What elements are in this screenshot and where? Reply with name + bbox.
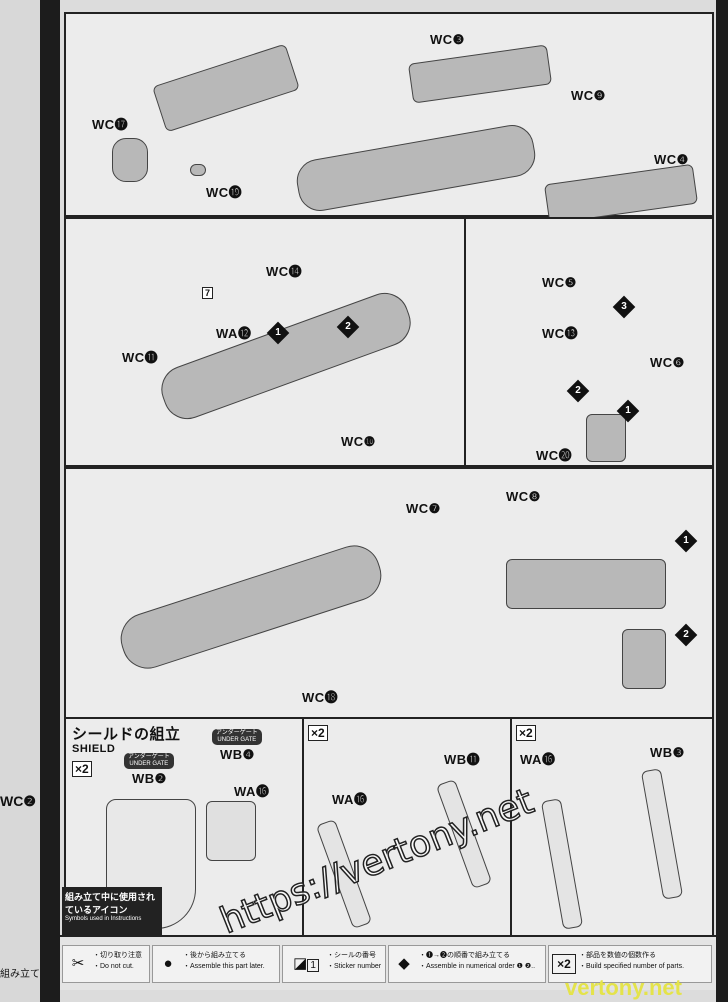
part-label: WB❷ bbox=[132, 771, 167, 786]
panel-shield-mid: ×2 WA⓰ WB⓫ bbox=[302, 717, 512, 937]
panel-step-1: WC⓱ WC⓳ WC❸ WC❾ WC❹ bbox=[64, 12, 714, 225]
multiplier-badge: ×2 bbox=[72, 761, 92, 777]
legend-item-order: ◆ ・❶→❷の順番で組み立てる・Assemble in numerical or… bbox=[388, 945, 546, 983]
panel-shield-right: ×2 WB❸ WA⓰ bbox=[510, 717, 714, 937]
part-label: WC⓲ bbox=[302, 690, 339, 705]
section-subtitle: SHIELD bbox=[72, 743, 116, 755]
launcher-part bbox=[154, 286, 418, 426]
legend-item-multiplier: ×2 ・部品を数値の個数作る・Build specified number of… bbox=[548, 945, 712, 983]
blade-part bbox=[640, 768, 684, 900]
step-marker: 1 bbox=[674, 529, 698, 553]
shield-frame-part bbox=[206, 801, 256, 861]
part-label: WB⓫ bbox=[444, 752, 481, 767]
previous-page-edge: WC❷ 組み立て bbox=[0, 0, 40, 1002]
part-label: WA⓰ bbox=[332, 792, 368, 807]
part-label: WC❻ bbox=[650, 355, 685, 370]
part-label: WA⓰ bbox=[520, 752, 556, 767]
part-label: WC⓮ bbox=[266, 264, 303, 279]
panel-step-3: WC❺ WC⓭ WC❻ WC⓴ 3 2 1 bbox=[464, 217, 714, 467]
barrel-part bbox=[152, 43, 300, 133]
part-label: WC❹ bbox=[654, 152, 689, 167]
multiplier-badge: ×2 bbox=[308, 725, 328, 741]
symbol-legend: 組み立て中に使用されているアイコン Symbols used in Instru… bbox=[60, 887, 716, 990]
cap-part bbox=[112, 138, 148, 182]
section-title: シールドの組立 bbox=[72, 726, 181, 743]
footer-text: 組み立て bbox=[0, 969, 40, 980]
step-marker: 1 bbox=[616, 399, 640, 423]
assemble-later-icon: ● bbox=[163, 955, 173, 972]
step-number-icon: ◆ bbox=[398, 955, 410, 972]
body-detail-part bbox=[506, 559, 666, 609]
part-label: WC❼ bbox=[406, 501, 441, 516]
part-label: WA⓬ bbox=[216, 326, 252, 341]
sticker-number: 7 bbox=[202, 287, 214, 299]
step-marker: 2 bbox=[336, 315, 360, 339]
part-label: WC⓭ bbox=[542, 326, 579, 341]
part-label: WC⓱ bbox=[92, 117, 129, 132]
part-label: WC❾ bbox=[571, 88, 606, 103]
step-marker: 3 bbox=[612, 295, 636, 319]
magazine-part bbox=[622, 629, 666, 689]
cover-part bbox=[543, 163, 699, 225]
part-label: WB❸ bbox=[650, 745, 685, 760]
small-part bbox=[190, 164, 206, 176]
legend-header: 組み立て中に使用されているアイコン Symbols used in Instru… bbox=[62, 887, 162, 935]
watermark-corner: vertony.net bbox=[565, 975, 682, 1000]
step-marker: 2 bbox=[566, 379, 590, 403]
part-label: WC❷ bbox=[0, 793, 36, 809]
legend-item-sticker: ◪1 ・シールの番号・Sticker number bbox=[282, 945, 386, 983]
part-label: WC⓴ bbox=[536, 448, 573, 463]
part-label: WC⓫ bbox=[122, 350, 159, 365]
part-label: WC⓳ bbox=[206, 185, 243, 200]
part-label: WB❹ bbox=[220, 747, 255, 762]
legend-item-no-cut: ✂ ・切り取り注意・Do not cut. bbox=[62, 945, 150, 983]
part-label: WC❿ bbox=[341, 434, 376, 449]
launcher-part bbox=[113, 538, 389, 676]
part-label: WC❺ bbox=[542, 275, 577, 290]
instruction-page: WC⓱ WC⓳ WC❸ WC❾ WC❹ WC⓮ WA⓬ WC⓫ WC❿ 7 1 … bbox=[60, 0, 716, 1002]
panel-step-2: WC⓮ WA⓬ WC⓫ WC❿ 7 1 2 bbox=[64, 217, 466, 467]
part-label: WC❽ bbox=[506, 489, 541, 504]
multiplier-icon: ×2 bbox=[552, 954, 576, 974]
sticker-icon: ◪1 bbox=[286, 951, 326, 977]
magazine-part bbox=[586, 414, 626, 462]
part-label: WC❸ bbox=[430, 32, 465, 47]
no-cut-icon: ✂ bbox=[71, 955, 85, 972]
panel-step-4: WC❼ WC❽ WC⓲ 1 2 bbox=[64, 467, 714, 719]
legend-item-assemble-later: ● ・後から組み立てる・Assemble this part later. bbox=[152, 945, 280, 983]
body-part bbox=[407, 44, 553, 104]
part-label: WA⓰ bbox=[234, 784, 270, 799]
step-marker: 2 bbox=[674, 623, 698, 647]
multiplier-badge: ×2 bbox=[516, 725, 536, 741]
step-marker: 1 bbox=[266, 321, 290, 345]
blade-part bbox=[540, 798, 584, 930]
launcher-body-part bbox=[293, 121, 539, 215]
